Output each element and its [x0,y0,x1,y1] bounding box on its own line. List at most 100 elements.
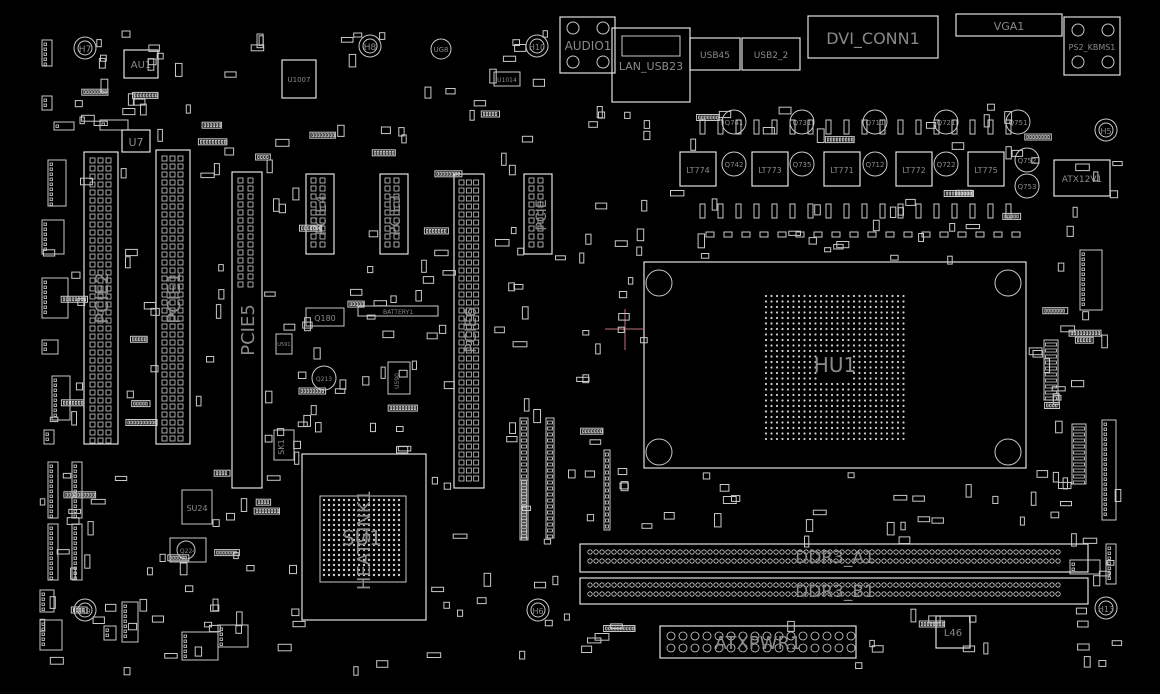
lt772-label: LT772 [902,166,926,175]
chip-q213[interactable]: Q213 [311,365,337,391]
q722-label: Q722 [937,161,956,169]
ug8-label: UG8 [433,46,448,54]
inductor-lt774[interactable]: LT774 [679,151,717,187]
mounting-hole-h7[interactable]: H7 [73,36,97,60]
pcie2-label: PCIE2 [92,272,113,324]
q180-label: Q180 [314,314,336,323]
heatsink-label: HEATSINK1 [354,490,375,590]
connector-atxpwr1[interactable]: ATXPWR1 [659,625,857,659]
cursor-crosshair [605,309,645,350]
chip-u1014[interactable]: U1014 [493,71,521,87]
chipset-ball-grid [322,498,401,577]
connector-usb45[interactable]: USB45 [689,37,741,71]
mosfet-q753[interactable]: Q753 [1014,173,1040,199]
battery1[interactable]: BATTERY1 [357,305,439,317]
connector-vga[interactable]: VGA1 [955,13,1063,37]
q721-label: Q721 [937,119,956,127]
q213-label: Q213 [316,376,332,383]
dimm-slot-ddr3-a1[interactable]: DDR3_A1 [579,543,1089,573]
inductor-lt773[interactable]: LT773 [751,151,789,187]
lt771-label: LT771 [830,166,854,175]
chip-u590[interactable]: U590 [387,361,411,395]
pcie1-label: PCIE1 [164,272,185,324]
h8-label: H8 [364,43,377,53]
inductor-lt772[interactable]: LT772 [895,151,933,187]
mosfet-q712[interactable]: Q712 [862,151,888,177]
u7-label: U7 [128,136,143,149]
mosfet-q741[interactable]: Q741 [721,109,747,135]
su24-label: SU24 [186,504,207,513]
mosfet-q735[interactable]: Q735 [789,151,815,177]
l46-label: L46 [944,628,962,639]
pcie5-label: PCIE5 [238,304,259,356]
slot-pci1[interactable]: PCIE1 [155,149,191,445]
h6-label: H6 [532,607,543,616]
mosfet-q721[interactable]: Q721 [933,109,959,135]
q731-label: Q731 [793,119,812,127]
cpu-socket-hu1[interactable]: HU1 [643,261,1027,469]
usb2-label: USB2_2 [754,51,788,61]
q751-label: Q751 [1009,119,1028,127]
q224-label: Q224 [180,548,196,555]
chip-u7[interactable]: U7 [121,129,151,153]
slot-pci2[interactable]: PCIE2 [83,151,119,445]
slot-pcie3[interactable]: PCIE3 [379,173,409,255]
mounting-hole-h5[interactable]: H5 [1094,118,1118,142]
pcie-small-label: PCIE [534,199,550,230]
connector-atx12v[interactable]: ATX12V1 [1053,159,1111,197]
u591-label: U591 [277,342,290,348]
usb45-label: USB45 [700,51,730,61]
inductor-l46[interactable]: L46 [935,615,971,649]
mounting-hole-h13[interactable]: H13 [1094,596,1118,620]
dimm-slot-ddr3-b1[interactable]: DDR3_B1 [579,577,1089,605]
h5-label: H5 [1100,127,1111,136]
mosfet-q751[interactable]: Q751 [1005,109,1031,135]
pcie6-label: PCIE6 [461,307,480,353]
lt775-label: LT775 [974,166,998,175]
sk1-label: SK1 [277,439,286,454]
mosfet-q752[interactable]: Q752 [1014,147,1040,173]
inductor-lt771[interactable]: LT771 [823,151,861,187]
connector-usb2[interactable]: USB2_2 [741,37,801,71]
ddr3a-label: DDR3_A1 [795,548,875,568]
chip-au1[interactable]: AU1 [123,49,159,79]
chip-q180[interactable]: Q180 [305,307,345,327]
dvi-label: DVI_CONN1 [826,29,920,49]
mosfet-q722[interactable]: Q722 [933,151,959,177]
battery-label: BATTERY1 [383,309,413,316]
inductor-lt775[interactable]: LT775 [967,151,1005,187]
vga-label: VGA1 [994,20,1025,33]
mosfet-q731[interactable]: Q731 [789,109,815,135]
slot-pcie5[interactable]: PCIE5 [231,171,263,489]
u590-label: U590 [394,373,401,389]
mosfet-q742[interactable]: Q742 [721,151,747,177]
slot-pcie4[interactable]: PCIE4 [305,173,335,255]
connector-ps2[interactable]: PS2_KBMS1 [1063,16,1121,76]
atx12v-label: ATX12V1 [1062,175,1102,185]
connector-audio1[interactable]: AUDIO1 [559,16,616,74]
chipset-heatsink[interactable]: SU1 HEATSINK1 [301,453,427,621]
q742-label: Q742 [725,161,744,169]
slot-pcie6[interactable]: PCIE6 [453,173,485,489]
q752-label: Q752 [1018,157,1037,165]
lt773-label: LT773 [758,166,782,175]
h13-label: H13 [1098,605,1114,614]
mounting-hole-h10[interactable]: H10 [525,34,549,58]
slot-pcie-small[interactable]: PCIE [523,173,553,255]
q753-label: Q753 [1018,183,1037,191]
vrm-phase-components: LT774 LT773 LT771 LT772 LT775 Q741 Q731 … [679,109,1040,199]
chip-ug8[interactable]: UG8 [430,38,452,60]
atxpwr-label: ATXPWR1 [715,633,802,654]
passive-components [39,30,1123,676]
chip-su24[interactable]: SU24 [181,489,213,525]
connector-lan-usb23[interactable]: LAN_USB23 [611,27,691,103]
mounting-hole-h6[interactable]: H6 [526,598,550,622]
chip-u591[interactable]: U591 [275,333,293,355]
mounting-hole-h8[interactable]: H8 [358,34,382,58]
q735-label: Q735 [793,161,812,169]
chip-u1007[interactable]: U1007 [281,59,317,99]
chip-q224[interactable]: Q224 [169,537,207,563]
connector-dvi[interactable]: DVI_CONN1 [807,15,939,59]
mosfet-q711[interactable]: Q711 [862,109,888,135]
